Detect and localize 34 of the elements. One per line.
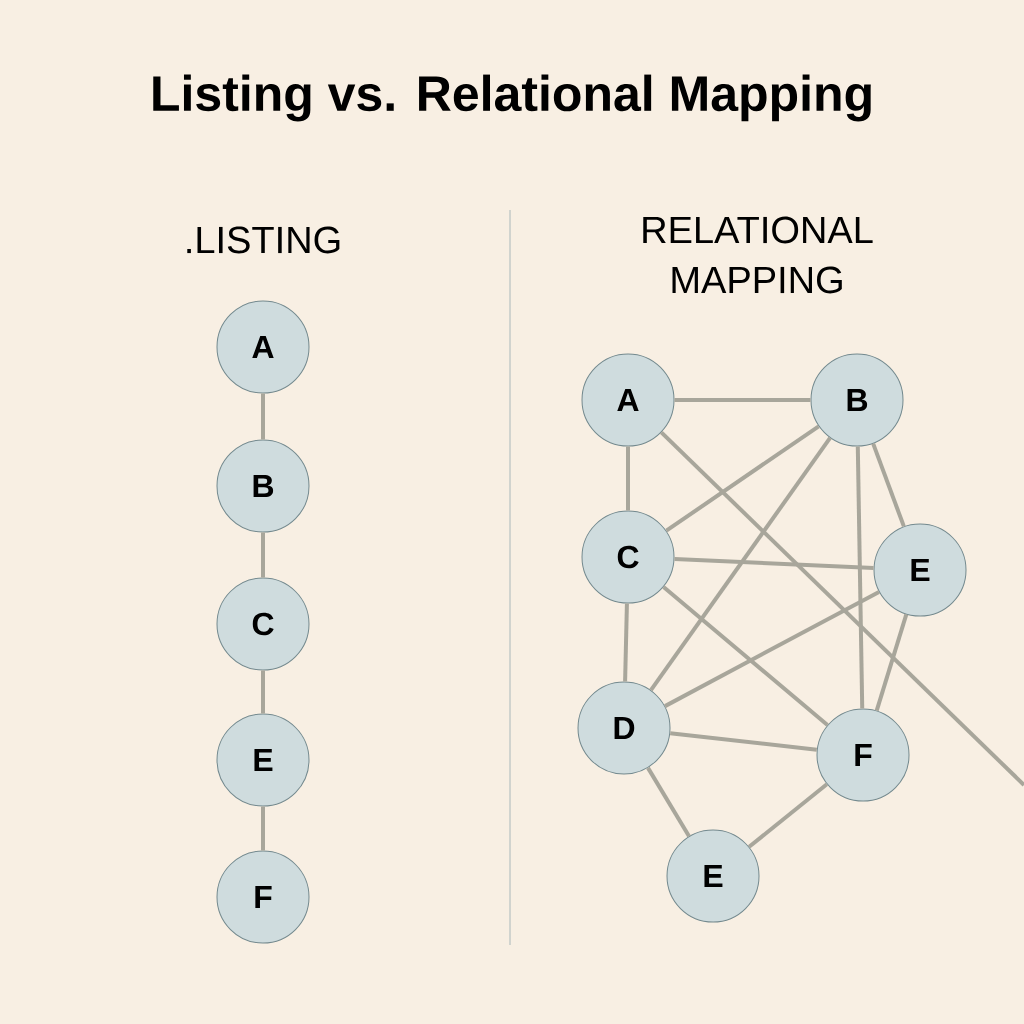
section-heading: .LISTING [187, 226, 340, 254]
connector-line [747, 782, 829, 849]
connector-line [646, 766, 691, 838]
connector-line [261, 393, 265, 440]
connector-line [261, 532, 265, 578]
circle-node: B [810, 353, 904, 447]
connector-line [874, 613, 909, 712]
connector-line [261, 806, 265, 851]
connector-line [626, 446, 630, 511]
connector-line [623, 603, 629, 682]
circle-node: D [577, 681, 671, 775]
connector-line [674, 398, 811, 402]
circle-node: E [216, 713, 310, 807]
circle-node: C [581, 510, 675, 604]
connector-line [662, 585, 829, 727]
connector-line [649, 436, 832, 692]
connector-line [261, 670, 265, 714]
section-heading: RELATIONAL MAPPING [643, 216, 873, 294]
connector-line [674, 557, 874, 570]
connector-line [871, 442, 906, 528]
connector-line [664, 590, 880, 708]
circle-node: E [873, 523, 967, 617]
connector-line [665, 424, 820, 533]
circle-node: B [216, 439, 310, 533]
circle-node: A [581, 353, 675, 447]
circle-node: F [816, 708, 910, 802]
connector-line [659, 431, 1024, 787]
circle-node: E [666, 829, 760, 923]
title: Listing vs. Relational Mapping [153, 74, 871, 122]
circle-node: C [216, 577, 310, 671]
connector-line [670, 731, 818, 752]
circle-node: A [216, 300, 310, 394]
connector-line [855, 446, 865, 709]
circle-node: F [216, 850, 310, 944]
